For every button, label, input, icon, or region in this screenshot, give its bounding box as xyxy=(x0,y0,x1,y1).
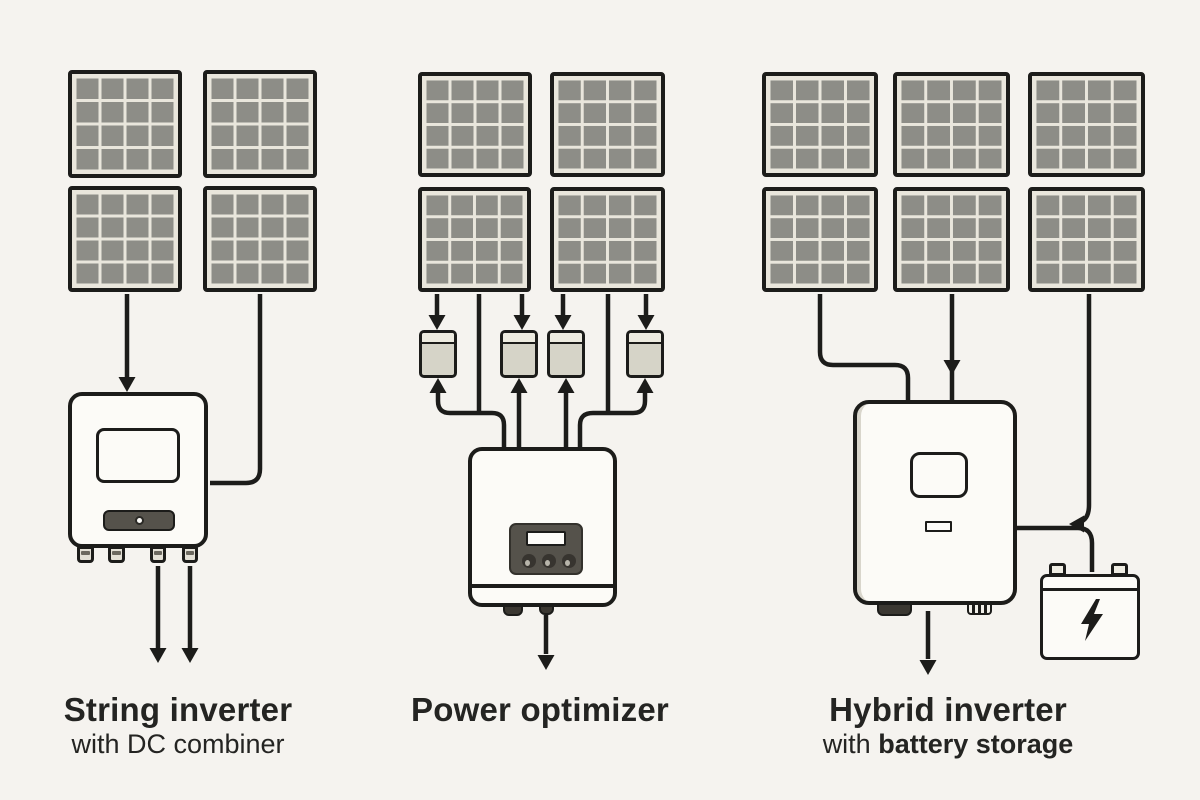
inverter-button xyxy=(542,554,556,568)
arrow-down-icon xyxy=(554,315,572,330)
inverter-button xyxy=(522,554,536,568)
power-optimizer-module xyxy=(626,330,664,378)
optimizer-band xyxy=(629,333,661,344)
solar-panel xyxy=(550,72,665,177)
solar-panel-cells xyxy=(769,79,871,170)
section-label-hybrid-inverter: Hybrid inverter with battery storage xyxy=(796,691,1100,761)
solar-panel xyxy=(68,186,182,292)
section-title: Hybrid inverter xyxy=(829,691,1067,728)
solar-panel-cells xyxy=(1035,79,1138,170)
battery xyxy=(1040,574,1140,660)
section-subtitle: with battery storage xyxy=(796,728,1100,761)
arrow-up-icon xyxy=(557,378,575,393)
solar-panel xyxy=(203,70,317,178)
solar-panel-cells xyxy=(425,79,525,170)
wire-optimizer-1-to-inverter xyxy=(435,391,507,449)
hybrid-inverter-display xyxy=(910,452,968,498)
arrow-down-icon xyxy=(149,648,167,663)
subtitle-bold-text: battery storage xyxy=(878,729,1074,759)
solar-panel-cells xyxy=(425,194,524,285)
arrow-down-icon xyxy=(118,377,136,392)
solar-panel-cells xyxy=(75,193,175,285)
connector-vent xyxy=(154,551,162,555)
subtitle-text: with DC combiner xyxy=(71,729,285,759)
solar-panel xyxy=(550,187,665,292)
solar-panel-cells xyxy=(210,193,310,285)
status-led xyxy=(134,516,144,525)
solar-panel xyxy=(418,187,531,292)
inverter-button xyxy=(562,554,576,568)
solar-panel xyxy=(893,72,1010,177)
wire-panel-to-hybrid-left xyxy=(817,294,911,402)
wire-panel2-to-string-inverter-side xyxy=(210,294,263,486)
solar-panel xyxy=(1028,187,1145,292)
wire-optimizer-4-to-inverter xyxy=(577,391,648,449)
hybrid-connector xyxy=(877,603,912,616)
solar-panel xyxy=(762,187,878,292)
arrow-down-icon xyxy=(181,648,199,663)
optimizer-band xyxy=(550,333,582,344)
connector-vent xyxy=(81,551,90,555)
subtitle-text: with xyxy=(822,729,879,759)
section-title: String inverter xyxy=(63,691,293,728)
arrow-up-icon xyxy=(510,378,528,393)
arrow-up-icon xyxy=(636,378,654,393)
dc-connector xyxy=(182,546,198,563)
dc-connector xyxy=(77,546,94,563)
connector-vent xyxy=(112,551,121,555)
string-inverter-display xyxy=(96,428,180,483)
solar-panel-cells xyxy=(75,77,175,171)
solar-panel xyxy=(762,72,878,177)
section-subtitle: with DC combiner xyxy=(28,728,328,761)
button-highlight xyxy=(525,560,530,566)
section-label-string-inverter: String inverter with DC combiner xyxy=(28,691,328,761)
dc-connector xyxy=(150,546,166,563)
arrow-down-icon xyxy=(637,315,655,330)
inverter-base-line xyxy=(471,584,614,588)
hybrid-inverter-box xyxy=(853,400,1017,605)
hybrid-inverter-slot xyxy=(925,521,952,532)
arrow-down-icon xyxy=(919,660,937,675)
solar-panel-cells xyxy=(769,194,871,285)
optimizer-band xyxy=(503,333,535,344)
wire-panel-to-junction xyxy=(1079,294,1092,525)
arrow-down-icon xyxy=(513,315,531,330)
battery-cap-strip xyxy=(1043,577,1137,591)
power-optimizer-module xyxy=(547,330,585,378)
arrow-down-icon xyxy=(537,655,555,670)
solar-panel xyxy=(1028,72,1145,177)
solar-panel-cells xyxy=(900,194,1003,285)
arrow-up-icon xyxy=(429,378,447,393)
button-highlight xyxy=(545,560,550,566)
inverter-display-slot xyxy=(526,531,566,546)
solar-panel-cells xyxy=(557,79,658,170)
arrow-down-icon xyxy=(943,360,961,375)
arrow-down-icon xyxy=(428,315,446,330)
solar-panel xyxy=(893,187,1010,292)
ac-connector xyxy=(503,605,523,616)
arrow-left-icon xyxy=(1069,515,1084,533)
ac-connector xyxy=(539,605,554,615)
section-title: Power optimizer xyxy=(411,691,669,728)
dc-connector xyxy=(108,546,125,563)
section-label-power-optimizer: Power optimizer xyxy=(390,691,690,728)
lightning-bolt-icon xyxy=(1081,599,1103,641)
power-optimizer-module xyxy=(500,330,538,378)
power-optimizer-module xyxy=(419,330,457,378)
solar-panel-cells xyxy=(557,194,658,285)
optimizer-band xyxy=(422,333,454,344)
solar-panel xyxy=(418,72,532,177)
button-highlight xyxy=(565,560,570,566)
connector-vent xyxy=(186,551,194,555)
solar-panel-cells xyxy=(210,77,310,171)
hybrid-vent-connector xyxy=(967,603,992,615)
solar-panel-cells xyxy=(1035,194,1138,285)
solar-panel xyxy=(68,70,182,178)
solar-panel xyxy=(203,186,317,292)
solar-panel-cells xyxy=(900,79,1003,170)
string-inverter-status-strip xyxy=(103,510,175,531)
